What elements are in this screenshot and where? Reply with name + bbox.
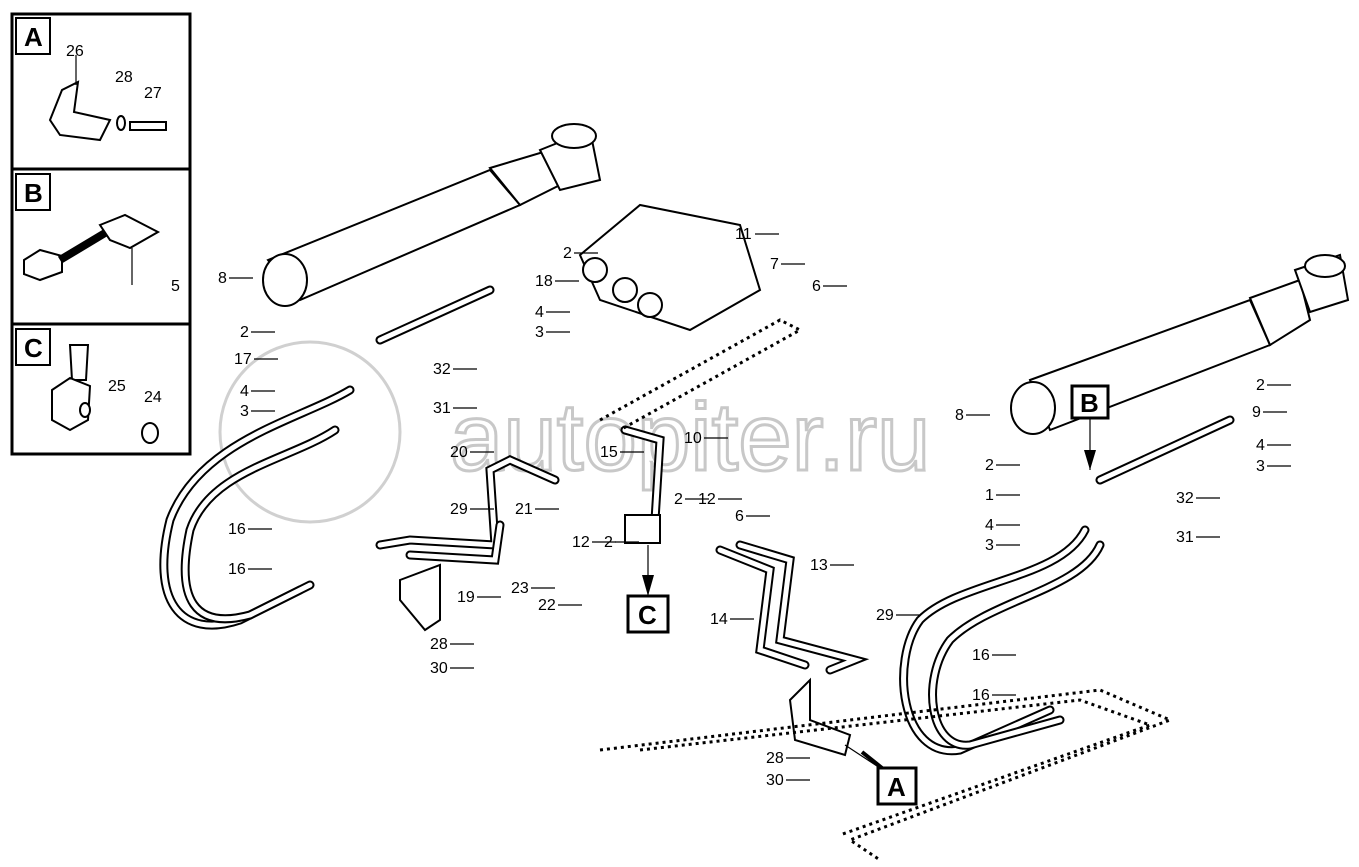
part-label: 6 — [812, 278, 821, 295]
inset-a-bracket — [48, 55, 167, 142]
inset-letter-a: A — [15, 17, 51, 55]
part-label: 23 — [511, 580, 529, 597]
inset-b-clamp — [23, 213, 161, 285]
part-label: 3 — [1256, 458, 1265, 475]
svg-text:A: A — [24, 22, 43, 52]
callout-b: B — [1070, 384, 1110, 470]
svg-text:C: C — [638, 600, 657, 630]
part-label: 18 — [535, 273, 553, 290]
part-label: 31 — [433, 400, 451, 417]
part-label: 10 — [684, 430, 702, 447]
svg-text:B: B — [24, 178, 43, 208]
part-label: 7 — [770, 256, 779, 273]
part-label: 20 — [450, 444, 468, 461]
part-label: 4 — [240, 383, 249, 400]
part-label: 29 — [876, 607, 894, 624]
dotted-connection-lines — [599, 318, 1175, 862]
inset-part-label: 25 — [108, 378, 126, 395]
part-label: 6 — [735, 508, 744, 525]
inset-part-label: 24 — [144, 389, 162, 406]
right-hydraulic-cylinder — [1010, 253, 1350, 435]
control-valve-block — [578, 203, 762, 332]
part-label: 8 — [955, 407, 964, 424]
part-label: 31 — [1176, 529, 1194, 546]
part-label: 4 — [535, 304, 544, 321]
part-label: 22 — [538, 597, 556, 614]
inset-c-valve — [51, 344, 159, 444]
inset-part-label: 5 — [171, 278, 180, 295]
inset-letter-c: C — [15, 328, 51, 366]
part-label: 1 — [985, 487, 994, 504]
part-label: 15 — [600, 444, 618, 461]
part-label: 2 — [674, 491, 683, 508]
part-label: 17 — [234, 351, 252, 368]
part-label: 3 — [535, 324, 544, 341]
part-label: 21 — [515, 501, 533, 518]
hose-lines — [159, 285, 1235, 757]
part-label: 28 — [430, 636, 448, 653]
inset-part-label: 28 — [115, 69, 133, 86]
part-label: 32 — [433, 361, 451, 378]
part-label: 16 — [228, 521, 246, 538]
part-label: 32 — [1176, 490, 1194, 507]
part-label: 11 — [735, 226, 752, 243]
svg-text:A: A — [887, 772, 906, 802]
part-label: 13 — [810, 557, 828, 574]
callout-c: C — [626, 545, 670, 634]
part-label: 30 — [766, 772, 784, 789]
part-label: 14 — [710, 611, 728, 628]
part-number-labels: 2628275252482174321843323111761015161620… — [66, 43, 1265, 789]
callout-a: A — [844, 744, 918, 806]
part-label: 3 — [240, 403, 249, 420]
svg-text:C: C — [24, 333, 43, 363]
part-label: 30 — [430, 660, 448, 677]
part-label: 2 — [604, 534, 613, 551]
inset-letter-b: B — [15, 173, 51, 211]
part-label: 28 — [766, 750, 784, 767]
part-label: 2 — [240, 324, 249, 341]
watermark: autopiter.ru — [218, 340, 932, 524]
label-leader-lines — [229, 233, 1291, 781]
part-label: 4 — [985, 517, 994, 534]
part-label: 16 — [972, 687, 990, 704]
part-label: 3 — [985, 537, 994, 554]
part-label: 2 — [985, 457, 994, 474]
left-hydraulic-cylinder — [262, 123, 602, 307]
part-label: 19 — [457, 589, 475, 606]
part-label: 4 — [1256, 437, 1265, 454]
watermark-text: autopiter.ru — [450, 384, 930, 491]
inset-c-frame — [10, 322, 192, 456]
inset-part-label: 27 — [144, 85, 162, 102]
part-label: 9 — [1252, 404, 1261, 421]
part-label: 2 — [563, 245, 572, 262]
svg-text:B: B — [1080, 388, 1099, 418]
part-label: 16 — [972, 647, 990, 664]
inset-part-label: 26 — [66, 43, 84, 60]
part-label: 16 — [228, 561, 246, 578]
part-label: 12 — [572, 534, 590, 551]
part-label: 8 — [218, 270, 227, 287]
part-label: 29 — [450, 501, 468, 518]
part-label: 2 — [1256, 377, 1265, 394]
part-label: 12 — [698, 491, 716, 508]
